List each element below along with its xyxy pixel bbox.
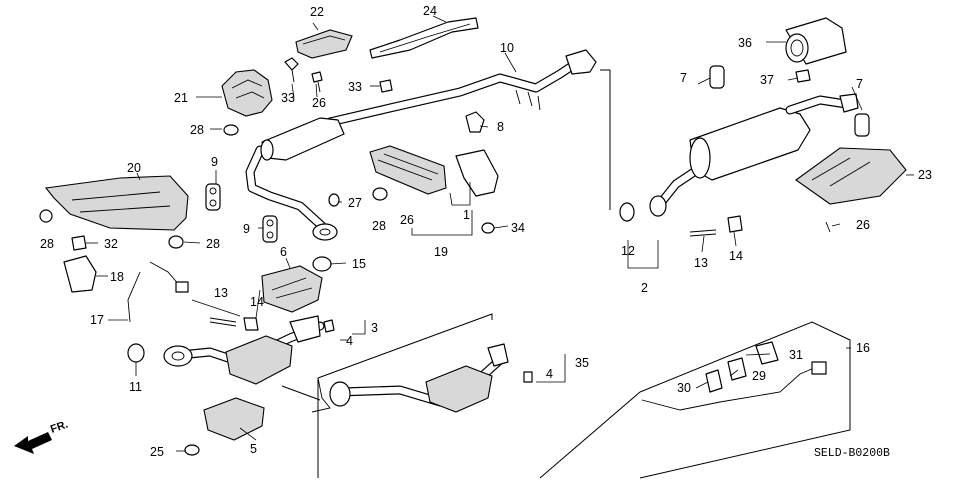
tail-finisher-part xyxy=(785,17,847,83)
front-direction-arrow-icon xyxy=(14,432,52,454)
callout-5: 5 xyxy=(250,442,257,456)
stud-bolt-parts-left xyxy=(209,317,259,331)
callout-13-left: 13 xyxy=(214,286,228,300)
callout-26-right: 26 xyxy=(856,218,870,232)
callout-9-lower: 9 xyxy=(243,222,250,236)
callout-20: 20 xyxy=(127,161,141,175)
assembly-boxes xyxy=(281,69,851,479)
center-heat-shield-part xyxy=(369,145,499,197)
callout-19: 19 xyxy=(434,245,448,259)
callout-35: 35 xyxy=(575,356,589,370)
stud-bolt-parts-right xyxy=(689,215,743,237)
callout-31: 31 xyxy=(789,348,803,362)
bolt-part-25 xyxy=(184,444,200,456)
callout-22: 22 xyxy=(310,5,324,19)
callout-37: 37 xyxy=(760,73,774,87)
gasket-part-12 xyxy=(619,202,635,222)
center-pipe-part xyxy=(245,49,597,241)
callout-23: 23 xyxy=(918,168,932,182)
callout-33-right: 33 xyxy=(348,80,362,94)
callout-12: 12 xyxy=(621,244,635,258)
callout-18: 18 xyxy=(110,270,124,284)
callout-6: 6 xyxy=(280,245,287,259)
callout-26-top: 26 xyxy=(312,96,326,110)
alternate-front-pipe-part xyxy=(311,343,533,413)
callout-28-center: 28 xyxy=(372,219,386,233)
callout-13-right: 13 xyxy=(694,256,708,270)
callout-27: 27 xyxy=(348,196,362,210)
callout-34: 34 xyxy=(511,221,525,235)
callout-24: 24 xyxy=(423,4,437,18)
hanger-rubber-part xyxy=(465,111,485,133)
callout-11: 11 xyxy=(129,380,142,394)
callout-2: 2 xyxy=(641,281,648,295)
bracket-and-sensor-parts xyxy=(63,255,189,323)
catalytic-converter-part xyxy=(261,265,323,313)
callout-32: 32 xyxy=(104,237,118,251)
callout-1: 1 xyxy=(463,208,470,222)
diagram-code: SELD-B0200B xyxy=(814,447,890,460)
front-pipe-part xyxy=(163,315,325,385)
callout-15: 15 xyxy=(352,257,366,271)
callout-14-left: 14 xyxy=(250,295,264,309)
callout-25: 25 xyxy=(150,445,164,459)
hanger-bracket-part xyxy=(369,17,479,59)
callout-16: 16 xyxy=(856,341,870,355)
callout-3: 3 xyxy=(371,321,378,335)
callout-7-right: 7 xyxy=(856,77,863,91)
callout-17: 17 xyxy=(90,313,104,327)
bolt-parts-top xyxy=(223,57,393,136)
rubber-hanger-parts xyxy=(205,183,278,243)
callout-9-upper: 9 xyxy=(211,155,218,169)
manifold-heat-shield-part xyxy=(221,69,273,117)
gasket-part-11 xyxy=(127,343,145,363)
callout-28-left: 28 xyxy=(40,237,54,251)
lower-heat-shield-part xyxy=(203,397,265,441)
front-direction-label: FR. xyxy=(49,418,70,435)
callout-14-right: 14 xyxy=(729,249,743,263)
callout-28-top: 28 xyxy=(190,123,204,137)
callout-30: 30 xyxy=(677,381,691,395)
callout-28-mid: 28 xyxy=(206,237,220,251)
callout-8: 8 xyxy=(497,120,504,134)
callout-labels: 22 24 10 36 7 37 7 33 26 33 21 28 8 9 20… xyxy=(40,4,932,459)
floor-heat-shield-part xyxy=(44,175,189,231)
misc-fastener-parts xyxy=(39,187,495,333)
callout-7-left: 7 xyxy=(680,71,687,85)
callout-4-left: 4 xyxy=(346,334,353,348)
rubber-hanger-parts-right xyxy=(709,65,870,137)
callout-26-center: 26 xyxy=(400,213,414,227)
muffler-heat-shield-part xyxy=(795,147,907,233)
muffler-part xyxy=(649,93,859,217)
upper-heat-shield-part xyxy=(295,29,353,59)
callout-4-right: 4 xyxy=(546,367,553,381)
gasket-part-15 xyxy=(312,256,332,272)
callout-33-left: 33 xyxy=(281,91,295,105)
callout-29: 29 xyxy=(752,369,766,383)
callout-10: 10 xyxy=(500,41,514,55)
callout-36: 36 xyxy=(738,36,752,50)
callout-21: 21 xyxy=(174,91,188,105)
leader-lines xyxy=(86,15,914,452)
